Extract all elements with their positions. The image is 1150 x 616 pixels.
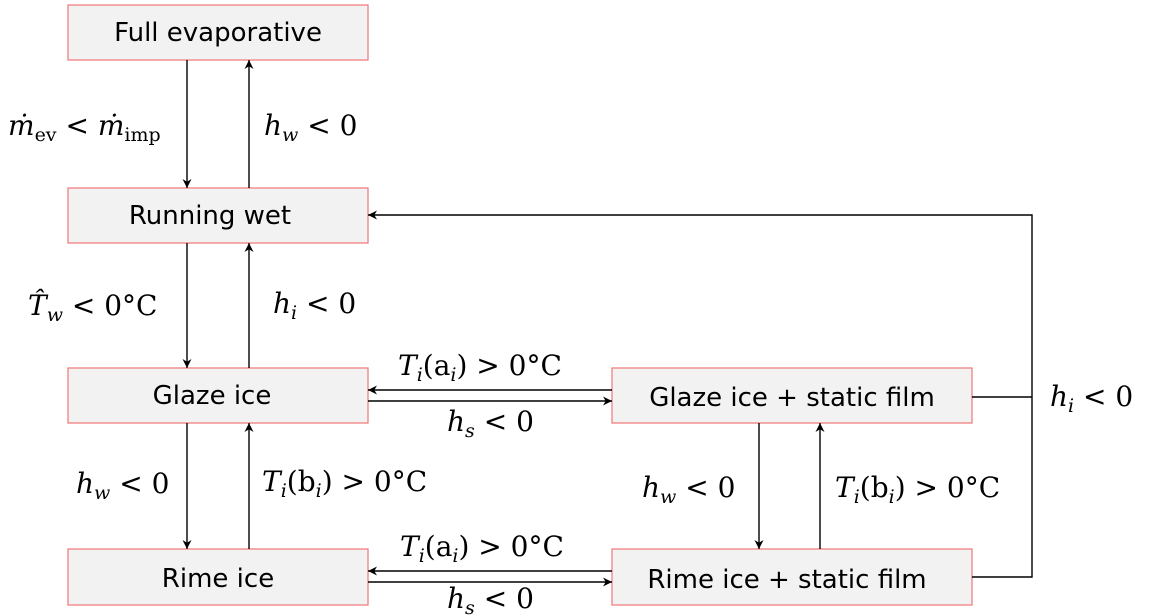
- label-hw-lt-0-top: hw < 0: [264, 109, 357, 146]
- node-full-evaporative-label: Full evaporative: [114, 18, 322, 48]
- label-that-w-lt-0c: T̂w < 0°C: [28, 289, 157, 326]
- label-ti-ai-gt-0c-top: Ti(ai) > 0°C: [398, 349, 562, 386]
- label-ti-bi-gt-0c-left: Ti(bi) > 0°C: [262, 465, 427, 502]
- edge-static-films-to-running-wet: [368, 215, 1033, 578]
- node-running-wet: Running wet: [67, 187, 369, 244]
- node-running-wet-label: Running wet: [129, 201, 291, 231]
- label-mev-lt-mimp: ṁev < ṁimp: [8, 109, 161, 146]
- label-hi-lt-0-right: hi < 0: [1050, 380, 1133, 417]
- label-hs-lt-0-bottom: hs < 0: [447, 582, 534, 616]
- node-rime-ice-label: Rime ice: [162, 564, 274, 594]
- label-ti-bi-gt-0c-right: Ti(bi) > 0°C: [835, 471, 1000, 508]
- node-rime-ice-static-film-label: Rime ice + static film: [647, 565, 926, 595]
- label-hw-lt-0-mid: hw < 0: [76, 467, 169, 504]
- label-ti-ai-gt-0c-bottom: Ti(ai) > 0°C: [400, 530, 564, 567]
- label-hi-lt-0-left: hi < 0: [273, 287, 356, 324]
- node-glaze-ice-static-film-label: Glaze ice + static film: [649, 383, 935, 413]
- node-glaze-ice-label: Glaze ice: [153, 381, 272, 411]
- label-hs-lt-0-top: hs < 0: [447, 405, 534, 442]
- label-hw-lt-0-right: hw < 0: [642, 471, 735, 508]
- node-rime-ice: Rime ice: [67, 548, 369, 606]
- node-glaze-ice-static-film: Glaze ice + static film: [611, 367, 973, 424]
- node-glaze-ice: Glaze ice: [67, 367, 369, 424]
- node-full-evaporative: Full evaporative: [67, 4, 369, 61]
- node-rime-ice-static-film: Rime ice + static film: [611, 548, 973, 606]
